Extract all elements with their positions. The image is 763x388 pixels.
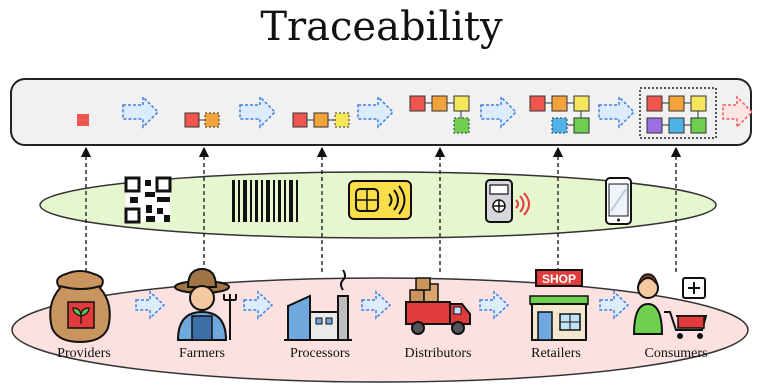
chain-arrow bbox=[480, 95, 518, 129]
actor-label-farmers: Farmers bbox=[179, 346, 225, 361]
connectors bbox=[80, 146, 682, 272]
chain-arrow-next bbox=[722, 95, 754, 129]
actor-arrow bbox=[361, 290, 392, 320]
actor-arrow bbox=[243, 290, 274, 320]
actor-label-processors: Processors bbox=[290, 346, 350, 361]
barcode-icon bbox=[232, 180, 298, 222]
shop-sign-text: SHOP bbox=[542, 272, 576, 286]
rfid-reader-icon bbox=[485, 179, 530, 223]
block-group-5 bbox=[529, 95, 590, 134]
actor-arrow bbox=[599, 290, 630, 320]
actor-label-providers: Providers bbox=[57, 346, 111, 361]
consumer-icon bbox=[632, 273, 708, 339]
actor-label-retailers: Retailers bbox=[531, 346, 581, 361]
actor-arrow bbox=[479, 290, 510, 320]
provider-sack-icon bbox=[49, 270, 111, 344]
block-group-4 bbox=[409, 95, 470, 134]
actor-label-consumers: Consumers bbox=[644, 346, 708, 361]
delivery-truck-icon bbox=[405, 277, 471, 335]
smartphone-icon bbox=[605, 177, 632, 225]
actor-label-distributors: Distributors bbox=[404, 346, 472, 361]
shop-icon: SHOP bbox=[529, 269, 589, 341]
chain-arrow bbox=[239, 95, 277, 129]
block-group-3 bbox=[292, 112, 350, 128]
block-group-1 bbox=[77, 114, 89, 126]
block-group-2 bbox=[184, 112, 220, 128]
smart-card-icon bbox=[348, 180, 412, 220]
chain-arrow bbox=[598, 95, 636, 129]
qr-code-icon bbox=[124, 176, 172, 224]
farmer-icon bbox=[174, 267, 237, 341]
actor-arrow bbox=[135, 290, 166, 320]
page-title: Traceability bbox=[260, 4, 503, 50]
factory-icon bbox=[284, 269, 352, 341]
chain-arrow bbox=[357, 95, 395, 129]
block-group-6 bbox=[639, 87, 717, 139]
chain-arrow bbox=[122, 95, 160, 129]
